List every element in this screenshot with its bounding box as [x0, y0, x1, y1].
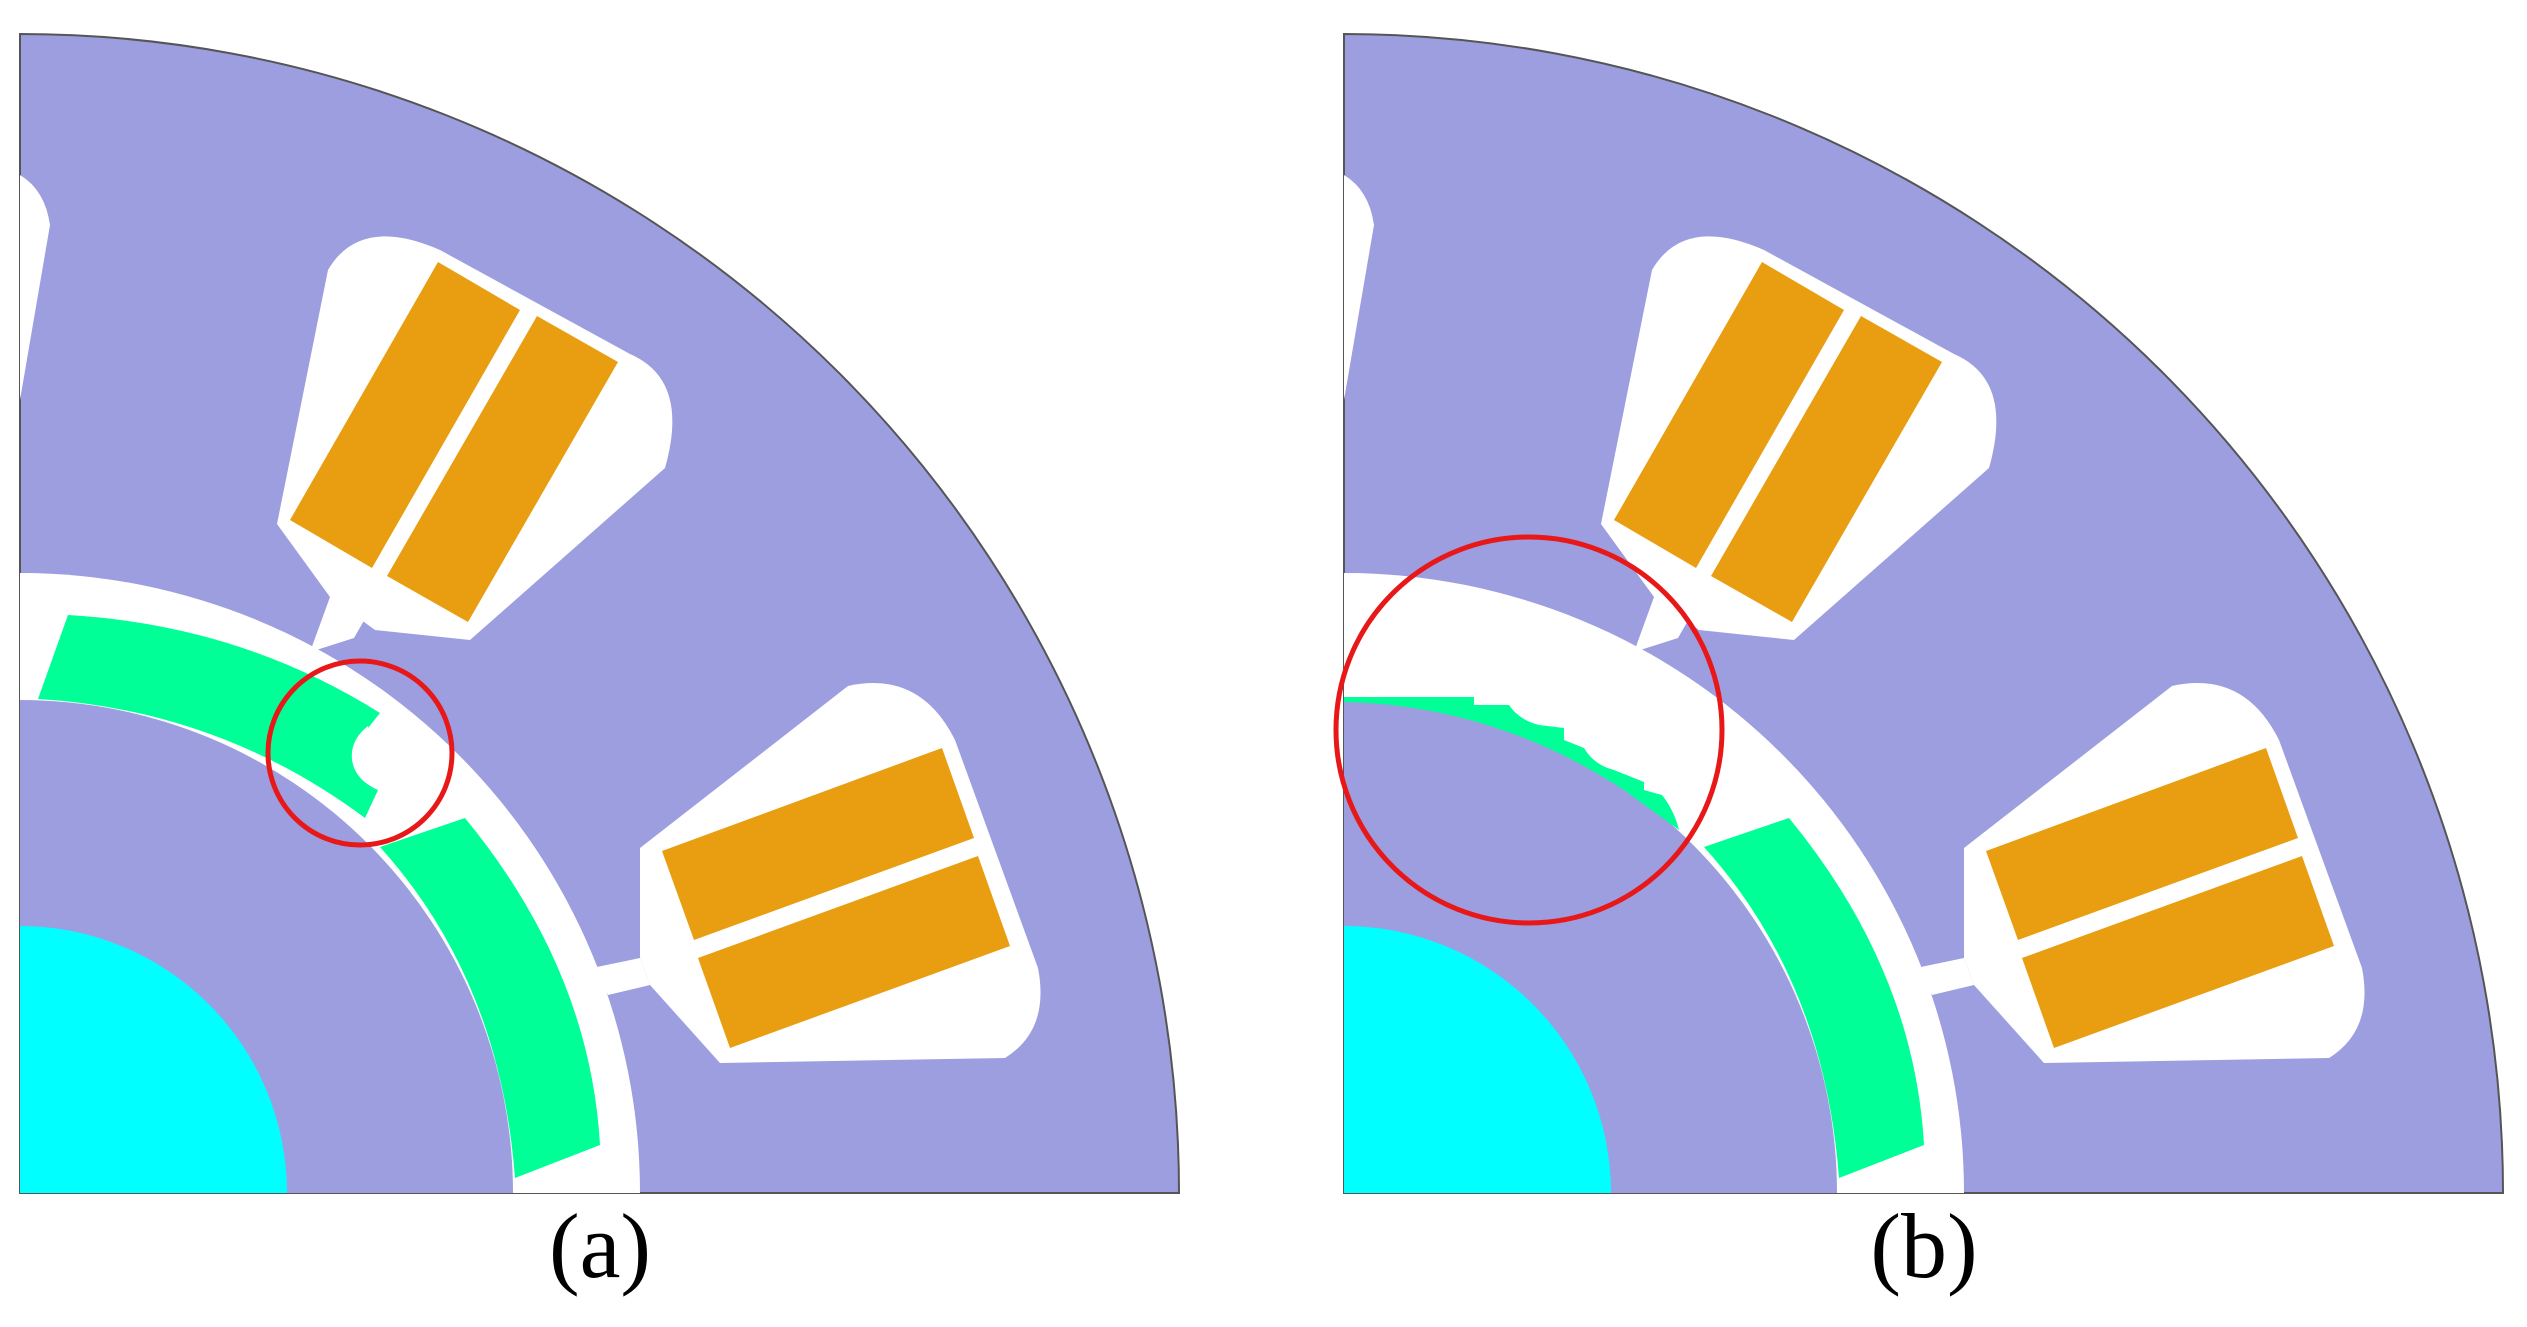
winding-coil — [2022, 856, 2334, 1048]
winding-coil — [1986, 748, 2298, 940]
winding-coil — [698, 856, 1010, 1048]
permanent-magnet-right — [1704, 818, 1924, 1178]
motor-cross-section-a — [19, 32, 1181, 1194]
highlight-circle — [265, 658, 455, 848]
motor-cross-section-b — [1333, 32, 2505, 1194]
slot-opening — [592, 958, 650, 995]
permanent-magnet-remnant — [1344, 697, 1679, 830]
panel-b: (b) — [1324, 0, 2527, 1327]
permanent-magnet-left — [38, 615, 380, 818]
shaft — [1344, 926, 1611, 1193]
winding-coil — [387, 316, 618, 622]
winding-coil — [290, 262, 520, 568]
rotor-notch — [351, 726, 382, 790]
permanent-magnet-right — [380, 818, 600, 1178]
panel-a: (a) — [0, 0, 1263, 1327]
stator-slot-2 — [1916, 683, 2365, 1063]
stator-slot-1 — [1601, 236, 1997, 652]
stator-slot-2 — [592, 683, 1041, 1063]
winding-coil — [1711, 316, 1942, 622]
panel-caption: (a) — [548, 1195, 652, 1297]
slot-opening — [1916, 958, 1974, 995]
stator-slot-1 — [277, 236, 673, 652]
highlight-circle — [1333, 534, 1725, 926]
winding-coil — [662, 748, 974, 940]
winding-coil — [1614, 262, 1844, 568]
edge-slot — [20, 175, 50, 400]
edge-slot — [1344, 175, 1374, 400]
panel-caption: (b) — [1870, 1195, 1978, 1297]
shaft — [20, 926, 287, 1193]
